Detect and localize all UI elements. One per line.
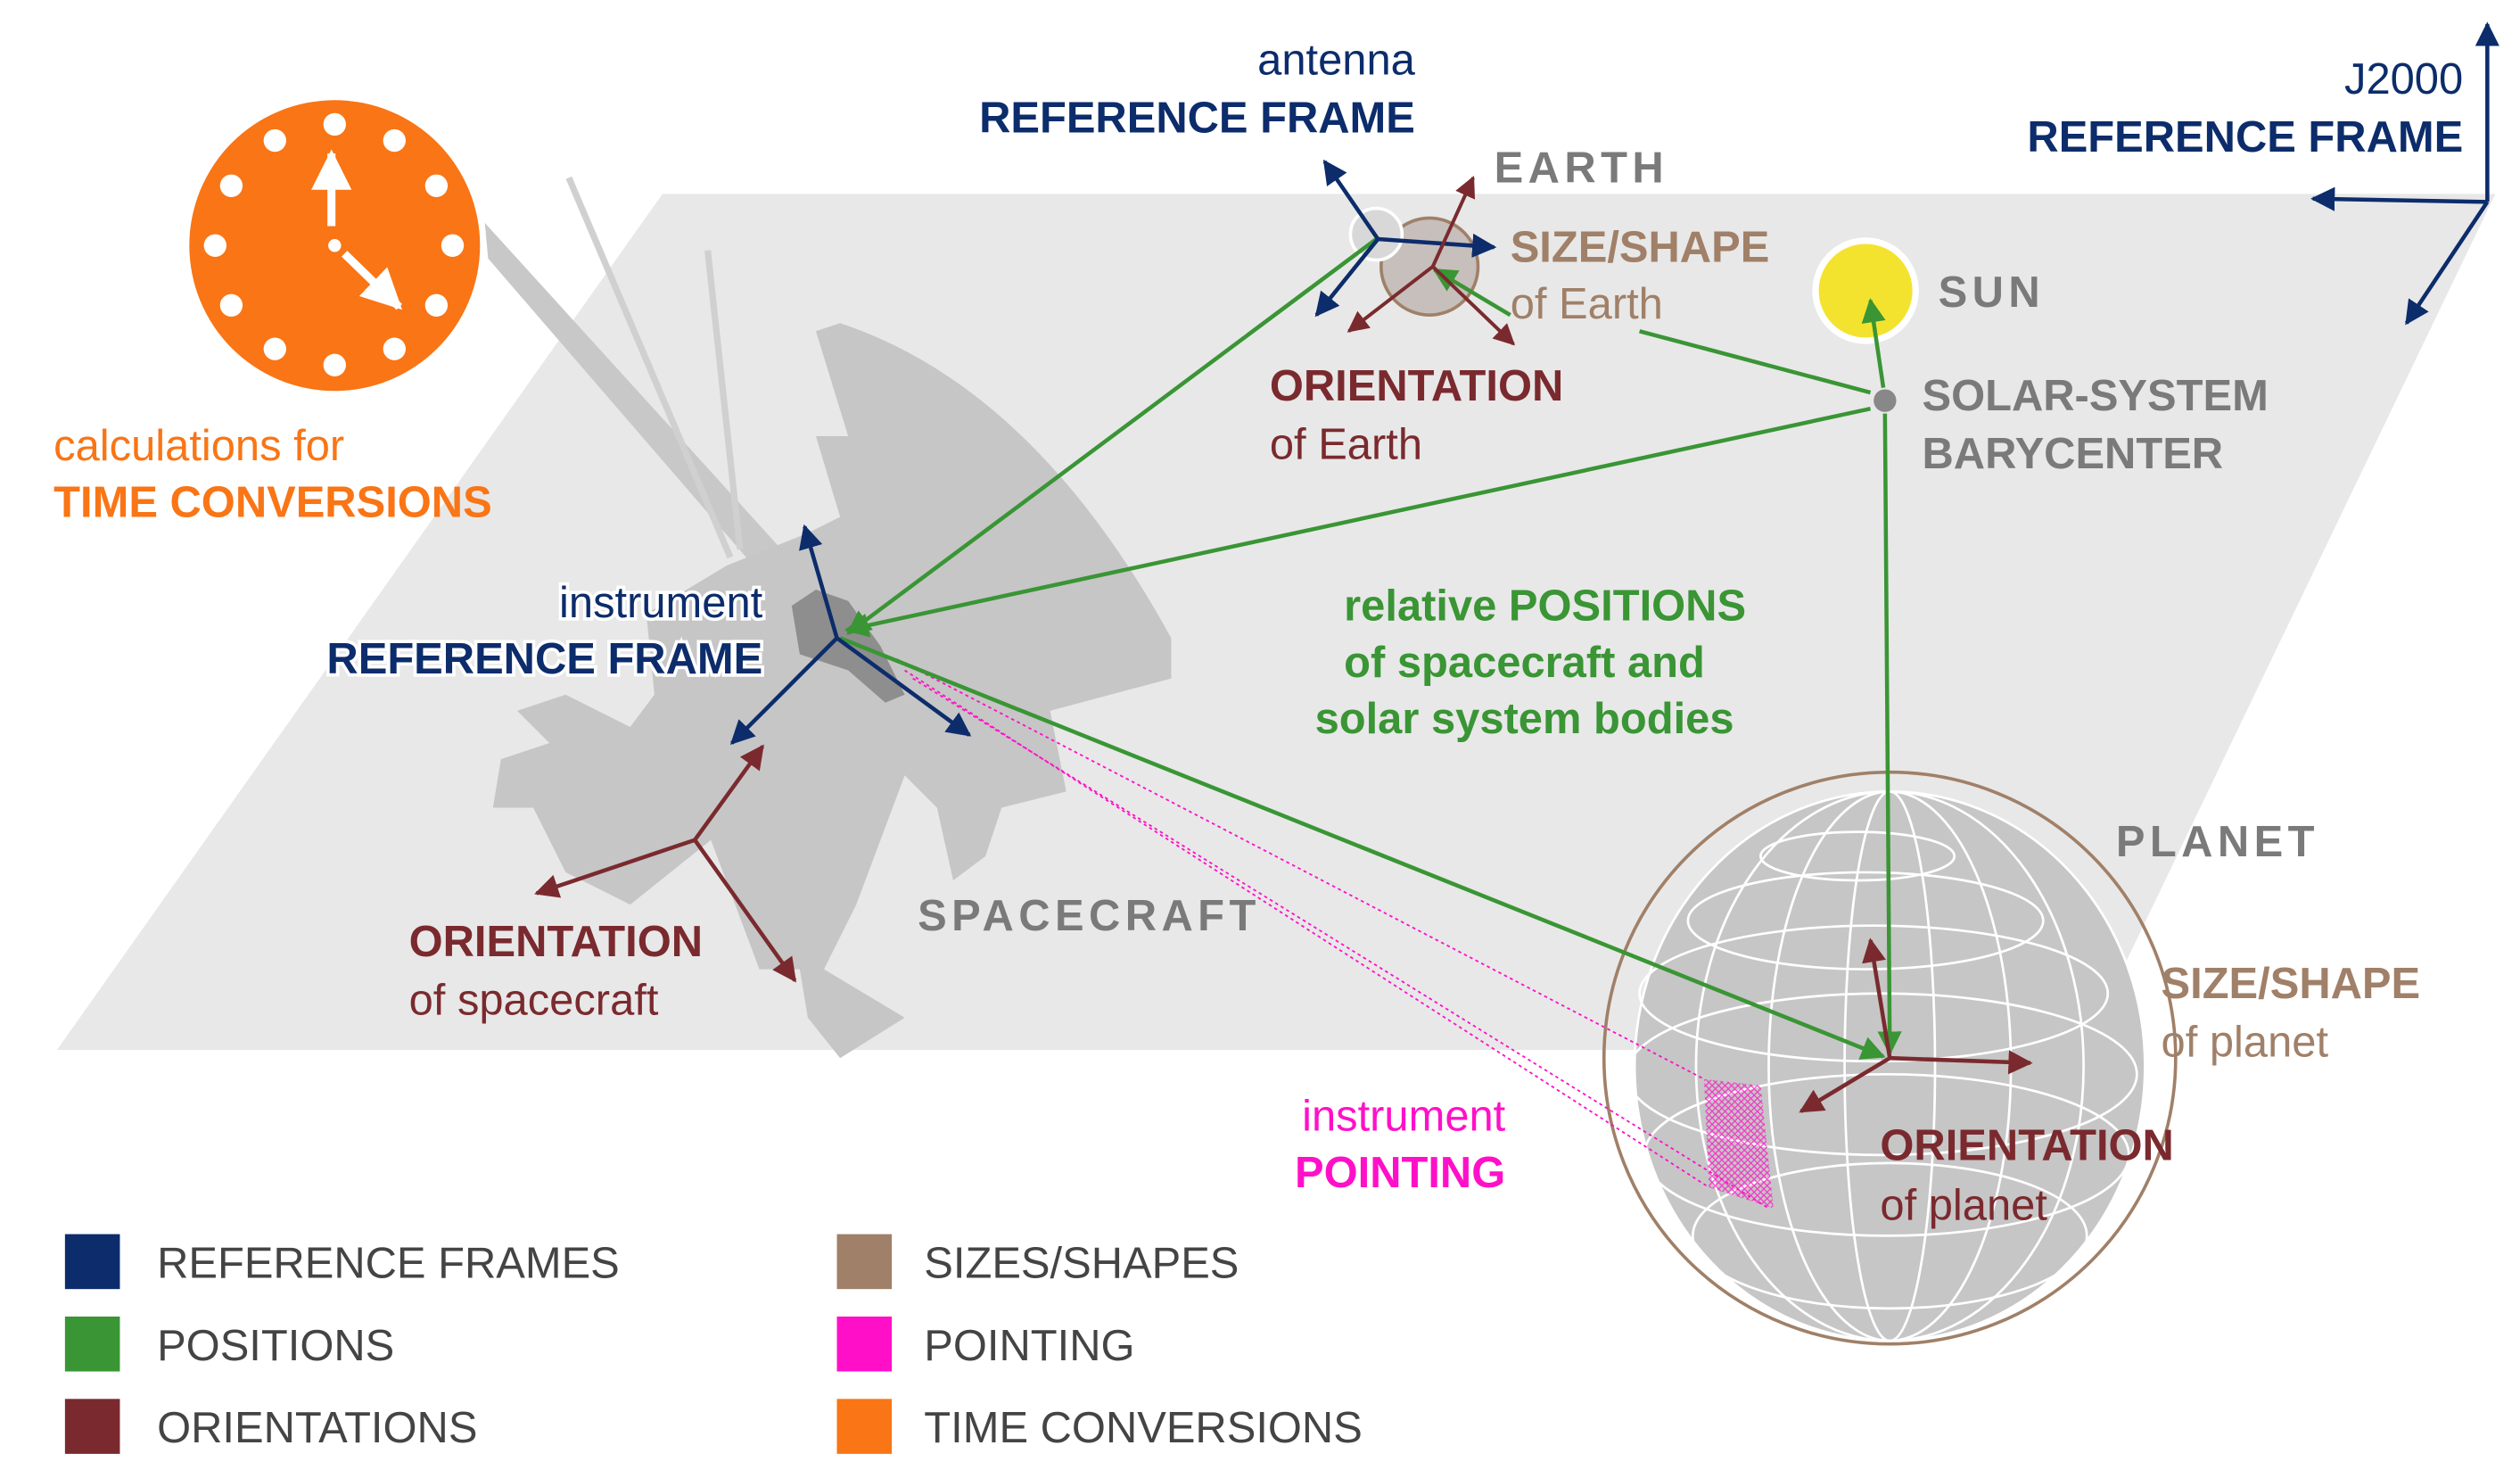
barycenter-to-sun-arrow — [1861, 298, 1886, 388]
legend-swatch-pointing — [836, 1316, 893, 1372]
spacecraft-orient-line2: of spacecraft — [409, 976, 659, 1024]
spacecraft-name: SPACECRAFT — [918, 892, 1261, 940]
earth-orient-line1: ORIENTATION — [1270, 362, 1563, 410]
barycenter-line1: SOLAR-SYSTEM — [1923, 372, 2269, 420]
planet-orient-line2: of planet — [1880, 1181, 2047, 1229]
spacecraft-boom — [565, 176, 734, 559]
earth-to-spacecraft-arrow — [846, 237, 1378, 635]
j2000-frame-axes — [2310, 21, 2499, 326]
spacecraft-orient-line1: ORIENTATION — [409, 918, 703, 966]
legend-label: REFERENCE FRAMES — [157, 1239, 620, 1287]
antenna-frame-axes — [1314, 159, 1497, 318]
barycenter-to-earth-arrow — [1639, 329, 1872, 395]
earth-orient-line2: of Earth — [1270, 420, 1422, 468]
legend-label: ORIENTATIONS — [157, 1404, 477, 1452]
spacecraft-boom — [704, 250, 744, 550]
barycenter-line2: BARYCENTER — [1923, 430, 2224, 478]
legend-label: POSITIONS — [157, 1322, 394, 1370]
pointing-lines — [896, 658, 1769, 1210]
barycenter-to-planet-arrow — [1877, 413, 1902, 1056]
instrument-frame-axes — [729, 524, 972, 745]
earth-size-line1: SIZE/SHAPE — [1511, 223, 1770, 271]
antenna-frame-line1: antenna — [1257, 36, 1415, 84]
spacecraft-to-planet-arrow — [839, 636, 1886, 1060]
time-label-line2: TIME CONVERSIONS — [54, 479, 492, 527]
pointing-line1: instrument — [1302, 1093, 1506, 1141]
clock-icon — [189, 100, 481, 392]
earth-orientation-axes — [1346, 176, 1516, 346]
spacecraft-orientation-axes — [534, 744, 797, 983]
planet-orientation-axes — [1799, 937, 2033, 1113]
barycenter-dot — [1874, 389, 1897, 412]
sun-body — [1812, 237, 1919, 344]
time-label-line1: calculations for — [54, 422, 344, 470]
legend-swatch-reference-frames — [64, 1234, 120, 1290]
legend-swatch-time-conversions — [836, 1399, 893, 1454]
planet-size-line1: SIZE/SHAPE — [2162, 960, 2421, 1008]
legend: REFERENCE FRAMES POSITIONS ORIENTATIONS … — [64, 1234, 1363, 1454]
planet-name: PLANET — [2116, 818, 2319, 866]
pointing-line2: POINTING — [1295, 1149, 1505, 1197]
j2000-frame-line1: J2000 — [2344, 55, 2463, 103]
earth-name: EARTH — [1495, 145, 1669, 193]
planet-size-line2: of planet — [2162, 1018, 2329, 1066]
planet-orient-line1: ORIENTATION — [1880, 1121, 2173, 1169]
legend-label: SIZES/SHAPES — [924, 1239, 1239, 1287]
legend-swatch-positions — [64, 1316, 120, 1372]
antenna-frame-line2: REFERENCE FRAME — [979, 95, 1415, 143]
legend-swatch-orientations — [64, 1399, 120, 1454]
positions-line2: of spacecraft and — [1344, 639, 1705, 687]
earth-size-line2: of Earth — [1511, 280, 1663, 328]
positions-line3: solar system bodies — [1315, 695, 1734, 743]
sun-name: SUN — [1939, 268, 2046, 317]
positions-line1: relative POSITIONS — [1344, 582, 1746, 630]
legend-label: TIME CONVERSIONS — [924, 1404, 1363, 1452]
instrument-frame-line2: REFERENCE FRAME — [326, 635, 762, 683]
legend-label: POINTING — [924, 1322, 1134, 1370]
position-vectors — [839, 237, 1902, 1060]
instrument-frame-line1: instrument — [559, 579, 763, 627]
clock-beam — [484, 222, 841, 639]
pointing-footprint — [1704, 1078, 1774, 1209]
j2000-frame-line2: REFERENCE FRAME — [2027, 113, 2463, 161]
spacecraft-shape — [492, 323, 1172, 1059]
barycenter-to-spacecraft-arrow — [844, 406, 1872, 638]
legend-swatch-sizes-shapes — [836, 1234, 893, 1290]
